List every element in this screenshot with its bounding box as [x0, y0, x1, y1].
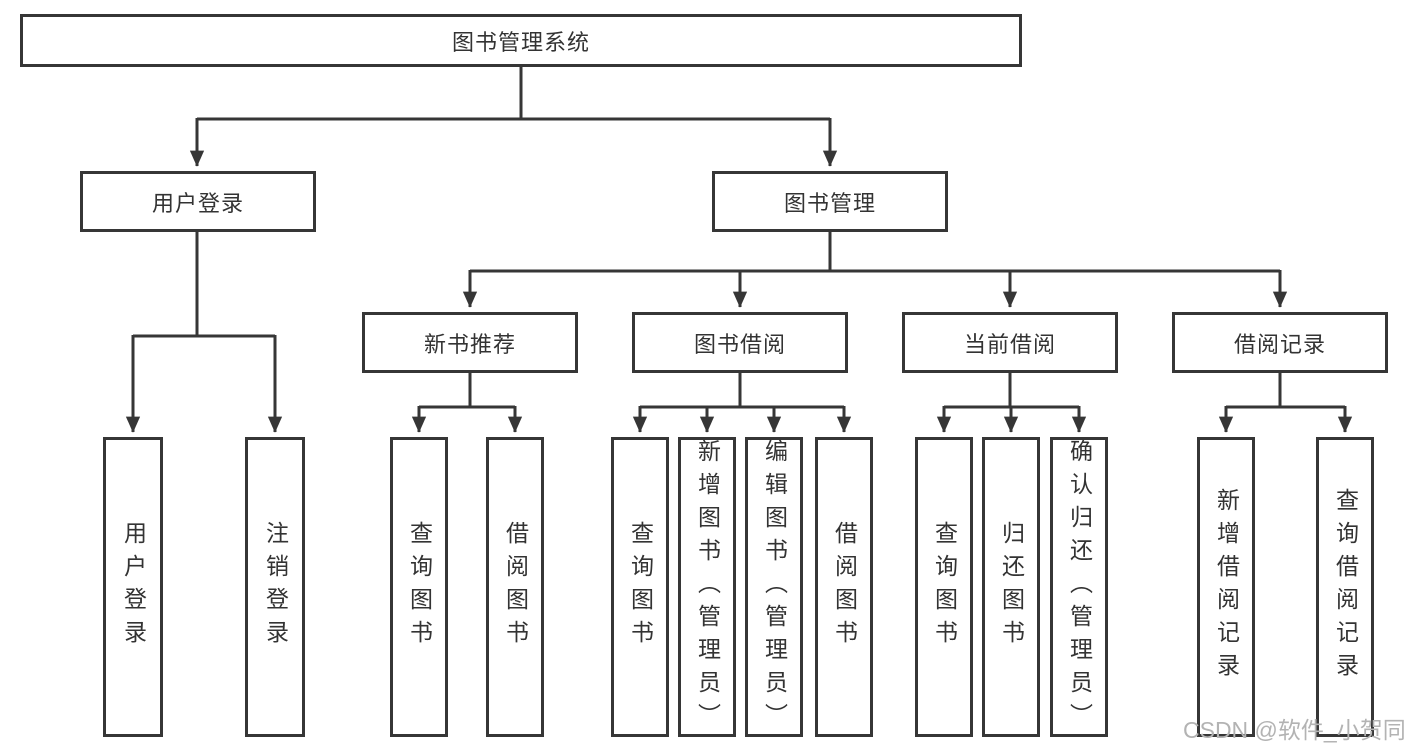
leaf-borrow-books: 借阅图书 — [815, 437, 873, 737]
node-book-borrow-label: 图书借阅 — [693, 331, 786, 357]
csdn-watermark: CSDN @软件_小贺同学 — [1183, 717, 1405, 743]
node-book-management: 图书管理 — [712, 171, 948, 232]
leaf-query-books-borrow-label: 查询图书 — [627, 521, 654, 653]
leaf-user-login-label: 用户登录 — [120, 521, 147, 653]
node-current-borrow: 当前借阅 — [902, 312, 1118, 373]
leaf-return-books: 归还图书 — [982, 437, 1040, 737]
leaf-borrow-books-label: 借阅图书 — [831, 521, 858, 653]
leaf-add-books-admin: 新增图书（管理员） — [678, 437, 736, 737]
node-new-book-recommend: 新书推荐 — [362, 312, 578, 373]
leaf-confirm-return-admin-label: 确认归还（管理员） — [1066, 438, 1093, 736]
leaf-borrow-books-recommend: 借阅图书 — [486, 437, 544, 737]
leaf-query-books-current-label: 查询图书 — [931, 521, 958, 653]
node-library-system: 图书管理系统 — [20, 14, 1022, 67]
node-user-login: 用户登录 — [80, 171, 316, 232]
leaf-edit-books-admin: 编辑图书（管理员） — [745, 437, 803, 737]
leaf-return-books-label: 归还图书 — [998, 521, 1025, 653]
leaf-query-borrow-record: 查询借阅记录 — [1316, 437, 1374, 737]
node-library-system-label: 图书管理系统 — [451, 29, 590, 55]
node-borrow-records-label: 借阅记录 — [1233, 331, 1326, 357]
leaf-query-books-borrow: 查询图书 — [611, 437, 669, 737]
node-user-login-label: 用户登录 — [151, 190, 244, 216]
leaf-add-books-admin-label: 新增图书（管理员） — [694, 438, 721, 736]
leaf-edit-books-admin-label: 编辑图书（管理员） — [761, 438, 788, 736]
leaf-add-borrow-record-label: 新增借阅记录 — [1213, 488, 1240, 686]
leaf-user-login: 用户登录 — [103, 437, 163, 737]
node-book-management-label: 图书管理 — [783, 190, 876, 216]
leaf-confirm-return-admin: 确认归还（管理员） — [1050, 437, 1108, 737]
leaf-logout-label: 注销登录 — [262, 521, 289, 653]
node-borrow-records: 借阅记录 — [1172, 312, 1388, 373]
leaf-borrow-books-recommend-label: 借阅图书 — [502, 521, 529, 653]
leaf-query-borrow-record-label: 查询借阅记录 — [1332, 488, 1359, 686]
leaf-add-borrow-record: 新增借阅记录 — [1197, 437, 1255, 737]
leaf-logout: 注销登录 — [245, 437, 305, 737]
node-book-borrow: 图书借阅 — [632, 312, 848, 373]
node-new-book-recommend-label: 新书推荐 — [423, 331, 516, 357]
leaf-query-books-recommend: 查询图书 — [390, 437, 448, 737]
leaf-query-books-current: 查询图书 — [915, 437, 973, 737]
leaf-query-books-recommend-label: 查询图书 — [406, 521, 433, 653]
node-current-borrow-label: 当前借阅 — [963, 331, 1056, 357]
